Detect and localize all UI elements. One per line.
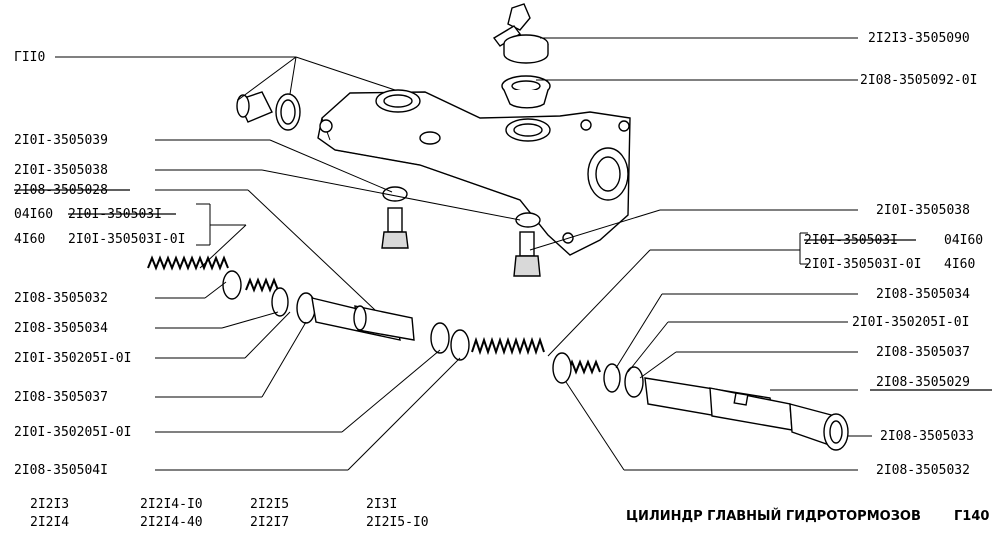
piston-right	[644, 377, 793, 431]
label-3505090: 2I2I3-3505090	[868, 31, 970, 46]
label-04160-right: 04I60	[944, 233, 983, 248]
reservoir-fitting	[492, 3, 549, 64]
plug-left	[236, 91, 301, 131]
models-list: 2I2I3 2I2I4 2I2I4-I0 2I2I4-40 2I2I5 2I2I…	[30, 497, 429, 530]
right-labels: 2I2I3-3505090 2I08-3505092-0I 2I0I-35050…	[804, 31, 992, 478]
end-seal	[789, 403, 849, 451]
label-3505029: 2I08-3505029	[876, 375, 970, 390]
washer-right	[515, 212, 541, 228]
left-labels: ГII0 2I0I-3505039 2I0I-3505038 2I08-3505…	[14, 50, 185, 478]
seal-8	[624, 366, 644, 398]
model-col3-b: 2I2I7	[250, 515, 289, 530]
label-3505039: 2I0I-3505039	[14, 133, 108, 148]
label-3505038-left: 2I0I-3505038	[14, 163, 108, 178]
label-3505037-right: 2I08-3505037	[876, 345, 970, 360]
seal-2	[271, 287, 289, 317]
spring-right	[567, 359, 601, 375]
label-3502051-01-left: 2I0I-350205I-0I	[14, 351, 131, 366]
stop-bolt-left	[381, 207, 409, 249]
label-3505034-right: 2I08-3505034	[876, 287, 970, 302]
cylinder-body	[317, 89, 631, 256]
spring-left2	[245, 277, 279, 293]
seal-1	[222, 270, 242, 300]
label-4160-right: 4I60	[944, 257, 975, 272]
label-3505038-right: 2I0I-3505038	[876, 203, 970, 218]
model-col1-b: 2I2I4	[30, 515, 69, 530]
leader-lines	[55, 37, 872, 471]
label-3505037-left: 2I08-3505037	[14, 390, 108, 405]
figure-number: Г140	[954, 509, 989, 524]
piston-left	[311, 297, 415, 341]
label-3502051-01-left2: 2I0I-350205I-0I	[14, 425, 131, 440]
spring-middle	[471, 336, 545, 356]
label-04160-left: 04I60	[14, 207, 53, 222]
seal-5	[450, 329, 470, 361]
grommet	[501, 75, 551, 109]
model-col2-a: 2I2I4-I0	[140, 497, 203, 512]
model-col4-b: 2I2I5-I0	[366, 515, 429, 530]
label-3505092: 2I08-3505092-0I	[860, 73, 977, 88]
seal-6	[552, 352, 572, 384]
label-4160-left: 4I60	[14, 232, 45, 247]
label-3505032-right: 2I08-3505032	[876, 463, 970, 478]
diagram-title: ЦИЛИНДР ГЛАВНЫЙ ГИДРОТОРМОЗОВ	[626, 508, 921, 524]
model-col4-a: 2I3I	[366, 497, 397, 512]
model-col3-a: 2I2I5	[250, 497, 289, 512]
label-3505031-01-left: 2I0I-350503I-0I	[68, 232, 185, 247]
label-350504I: 2I08-350504I	[14, 463, 108, 478]
label-3505034-left: 2I08-3505034	[14, 321, 108, 336]
label-3505033: 2I08-3505033	[880, 429, 974, 444]
label-3505032-left: 2I08-3505032	[14, 291, 108, 306]
label-3502051-right: 2I0I-350205I-0I	[852, 315, 969, 330]
model-col1-a: 2I2I3	[30, 497, 69, 512]
seal-4	[430, 322, 450, 354]
stop-bolt-right	[513, 231, 541, 277]
seal-7	[603, 363, 621, 393]
spring-left	[147, 255, 229, 271]
model-col2-b: 2I2I4-40	[140, 515, 203, 530]
label-3505031-01-right: 2I0I-350503I-0I	[804, 257, 921, 272]
label-110: ГII0	[14, 50, 45, 65]
